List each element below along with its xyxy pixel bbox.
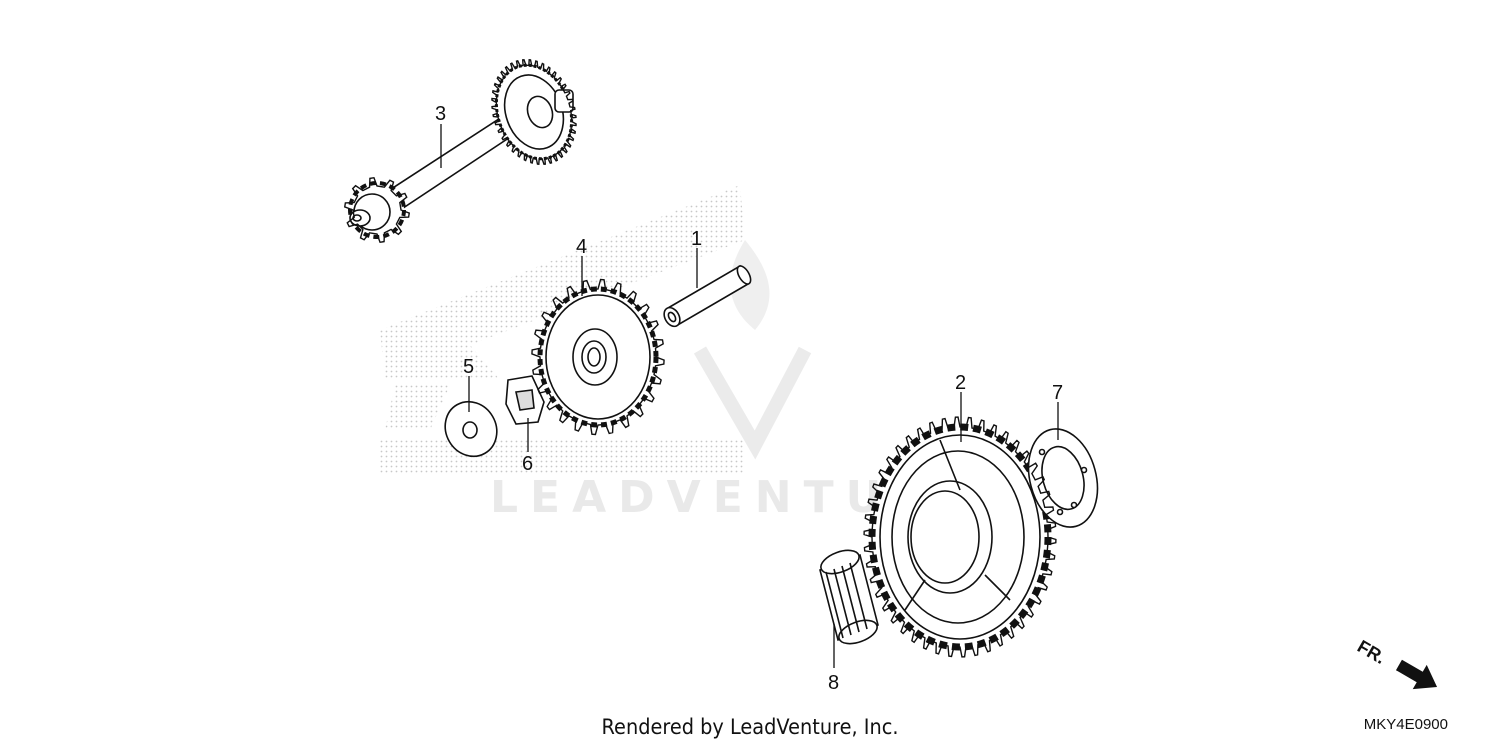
front-direction-indicator: FR.: [1354, 636, 1438, 690]
diagram-code: MKY4E0900: [1363, 716, 1448, 733]
callout-part-4[interactable]: 4: [576, 236, 587, 258]
plate-part[interactable]: [1018, 421, 1108, 535]
starter-driven-gear-part[interactable]: [868, 423, 1052, 651]
pin-part[interactable]: [661, 264, 753, 329]
shaft-gear-teeth: [491, 58, 577, 166]
arrow-right-icon: [1395, 659, 1438, 690]
idle-gear-teeth: [531, 278, 665, 436]
shaft-pinion-teeth: [343, 176, 411, 244]
watermark-logo: [693, 240, 812, 460]
callout-part-3[interactable]: 3: [435, 103, 446, 125]
callout-part-8[interactable]: 8: [828, 672, 839, 694]
front-direction-label: FR.: [1354, 636, 1389, 668]
callout-part-6[interactable]: 6: [522, 453, 533, 475]
needle-bearing-part[interactable]: [818, 546, 880, 648]
watermark-wing: [380, 185, 745, 475]
callout-part-7[interactable]: 7: [1052, 382, 1063, 404]
leader-lines: [440, 124, 1059, 668]
rendered-by-credit: Rendered by LeadVenture, Inc.: [601, 715, 899, 739]
cam-part[interactable]: [505, 375, 545, 425]
callout-part-1[interactable]: 1: [691, 228, 702, 250]
callout-part-2[interactable]: 2: [955, 372, 966, 394]
shaft-assembly-part[interactable]: [348, 55, 584, 239]
driven-gear-teeth: [863, 416, 1057, 658]
callout-part-5[interactable]: 5: [463, 356, 474, 378]
washer-part[interactable]: [435, 392, 506, 465]
